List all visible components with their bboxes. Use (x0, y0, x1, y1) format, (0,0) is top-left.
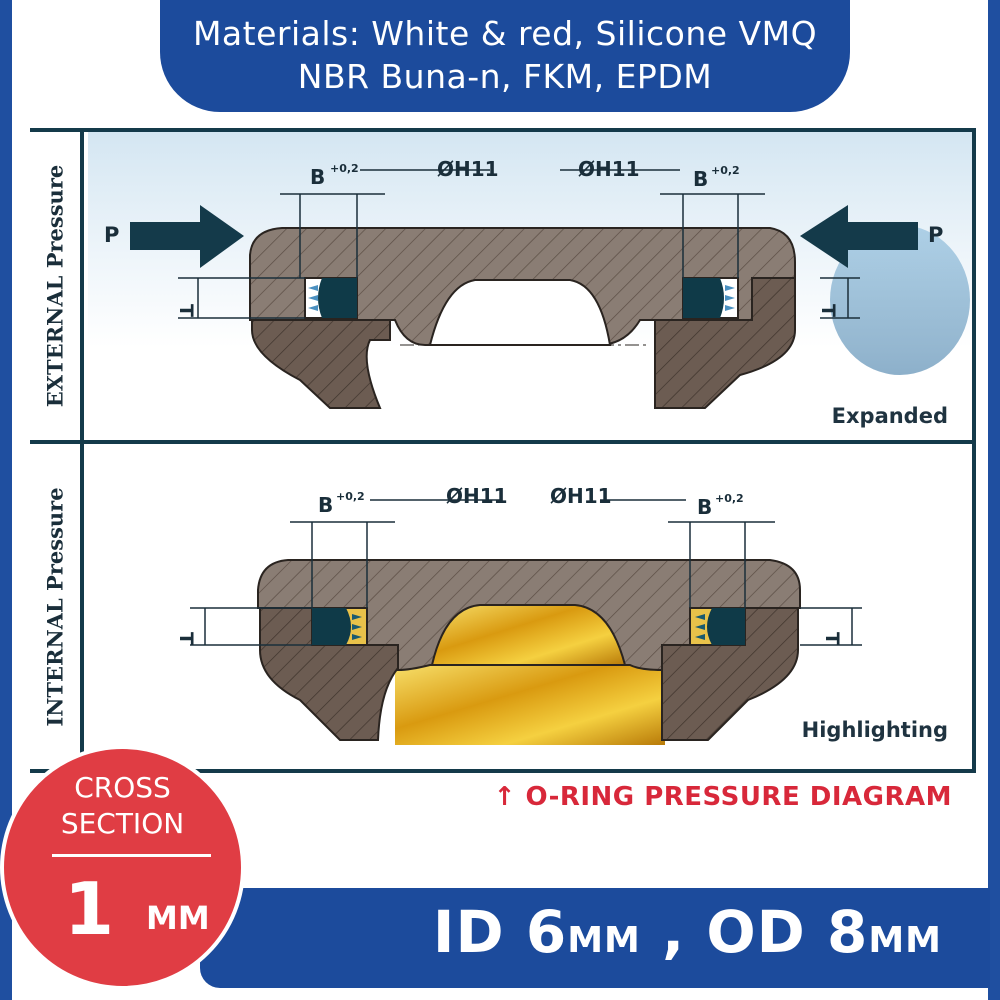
int-right-t-label: T (821, 632, 843, 645)
size-separator: , (662, 898, 686, 966)
ext-right-b-tol: +0,2 (711, 164, 740, 177)
ext-left-bore-label: ØH11 (437, 157, 499, 181)
ext-left-b-tol: +0,2 (330, 162, 359, 175)
diagram-caption: ↑ O-RING PRESSURE DIAGRAM (493, 782, 952, 812)
ext-right-t-label: T (817, 304, 839, 317)
int-right-b-tol: +0,2 (715, 492, 744, 505)
od-unit: MM (868, 920, 942, 961)
id-label: ID (432, 898, 505, 966)
internal-pressure-label: INTERNAL Pressure (30, 444, 84, 769)
int-left-b-tol: +0,2 (336, 490, 365, 503)
id-unit: MM (567, 920, 641, 961)
internal-diagram: B +0,2 ØH11 ØH11 B +0,2 T T (175, 484, 862, 745)
badge-unit: MM (146, 899, 210, 937)
ext-right-p-label: P (928, 223, 943, 247)
int-right-b-label: B (697, 495, 712, 519)
od-label: OD (706, 898, 806, 966)
int-pressure-ticks (352, 614, 705, 640)
highlighting-label: Highlighting (801, 718, 948, 742)
ext-left-b-label: B (310, 165, 325, 189)
id-value: 6 (525, 898, 568, 966)
expanded-label: Expanded (831, 404, 948, 428)
materials-banner: Materials: White & red, Silicone VMQ NBR… (160, 0, 850, 112)
int-left-bore-label: ØH11 (446, 484, 508, 508)
ext-bore (428, 279, 612, 346)
ext-dimension-lines (178, 169, 860, 319)
ext-left-pressure-arrow (130, 205, 244, 268)
badge-line-cross: CROSS (74, 771, 171, 804)
badge-line-section: SECTION (60, 807, 185, 840)
od-value: 8 (826, 898, 869, 966)
size-text: ID 6MM , OD 8MM (433, 898, 942, 966)
ext-left-t-label: T (175, 304, 197, 317)
size-bar (200, 888, 990, 988)
water-splash (830, 225, 970, 375)
badge-value: 1 (64, 867, 115, 951)
int-bore (430, 604, 627, 666)
materials-line-1: Materials: White & red, Silicone VMQ (192, 14, 818, 53)
cross-section-badge: CROSS SECTION 1 MM (0, 745, 245, 990)
ext-right-bore-label: ØH11 (578, 157, 640, 181)
external-pressure-label: EXTERNAL Pressure (30, 132, 84, 440)
int-left-b-label: B (318, 493, 333, 517)
ext-left-oring (318, 278, 357, 318)
ext-pressure-ticks (308, 285, 735, 311)
badge-divider (52, 854, 211, 857)
ext-right-b-label: B (693, 167, 708, 191)
materials-line-2: NBR Buna-n, FKM, EPDM (297, 57, 713, 96)
int-right-bore-label: ØH11 (550, 484, 612, 508)
panel-divider (30, 440, 976, 444)
external-diagram: B +0,2 ØH11 ØH11 B +0,2 T T P P (104, 157, 970, 409)
ext-right-pressure-arrow (800, 205, 918, 268)
ext-left-p-label: P (104, 223, 119, 247)
int-right-oring (707, 608, 745, 645)
int-left-oring (312, 608, 351, 645)
int-left-t-label: T (175, 632, 197, 645)
int-dimension-lines (190, 499, 862, 646)
ext-right-oring (683, 278, 724, 318)
oil-fill (395, 665, 665, 745)
